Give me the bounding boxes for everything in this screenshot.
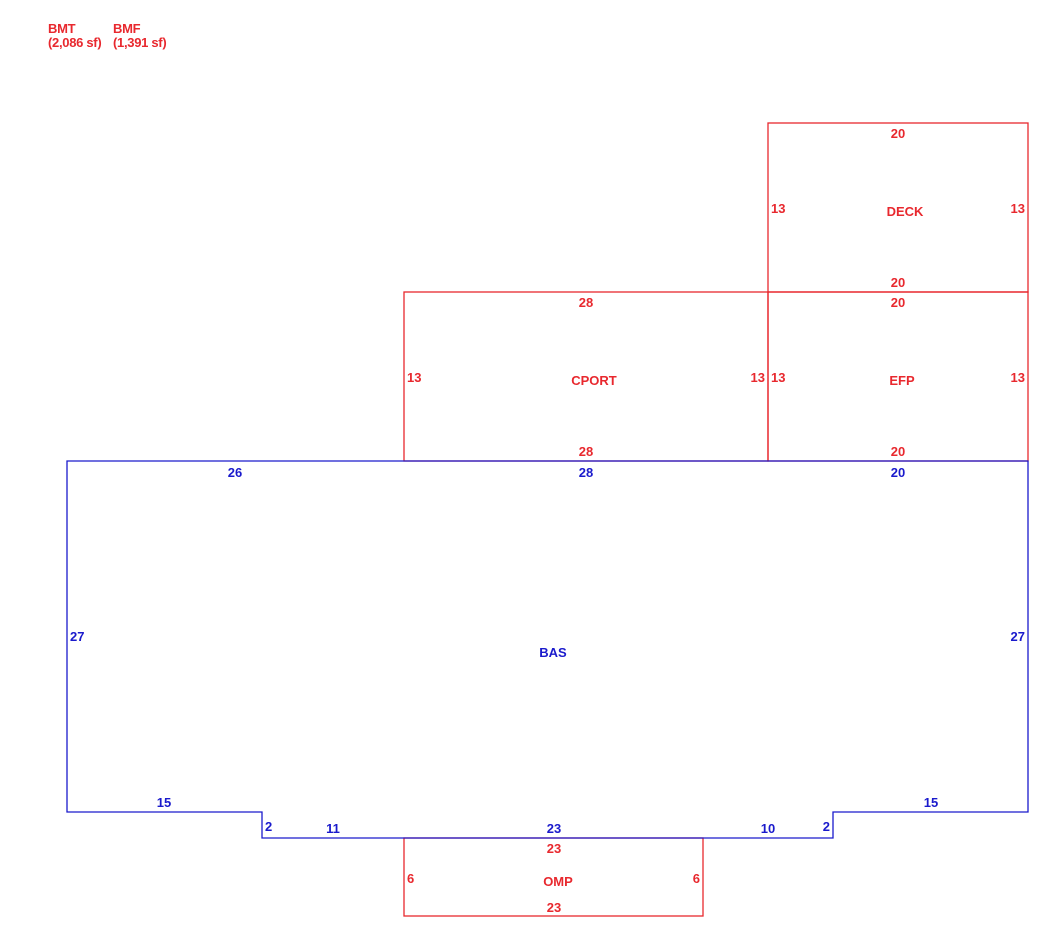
area-deck: DECK 20 20 13 13	[767, 122, 1029, 293]
area-bas: BAS 26 28 20 27 27 15 2 11 23 10 2 15	[66, 460, 1029, 839]
dim-cport-left: 13	[407, 370, 421, 385]
dim-cport-top: 28	[579, 295, 593, 310]
dim-omp-left: 6	[407, 871, 414, 886]
dim-bas-top-left: 26	[228, 465, 242, 480]
dim-cport-right: 13	[751, 370, 765, 385]
legend-item-bmf: BMF (1,391 sf)	[113, 21, 167, 50]
legend-code: BMF	[113, 21, 141, 36]
dim-deck-bottom: 20	[891, 275, 905, 290]
area-cport-label: CPORT	[571, 373, 617, 388]
dim-bas-left: 27	[70, 629, 84, 644]
dim-efp-bottom: 20	[891, 444, 905, 459]
dim-bas-top-mid: 28	[579, 465, 593, 480]
dim-bas-step-right: 2	[823, 819, 830, 834]
area-efp: EFP 20 20 13 13	[767, 291, 1029, 462]
dim-omp-right: 6	[693, 871, 700, 886]
area-deck-label: DECK	[887, 204, 924, 219]
dim-efp-left: 13	[771, 370, 785, 385]
area-omp: OMP 23 23 6 6	[403, 837, 704, 917]
legend-code: BMT	[48, 21, 76, 36]
area-omp-label: OMP	[543, 874, 573, 889]
dim-bas-bottom-mid: 23	[547, 821, 561, 836]
dim-deck-left: 13	[771, 201, 785, 216]
dim-bas-right: 27	[1011, 629, 1025, 644]
legend-area: (1,391 sf)	[113, 35, 167, 50]
area-bas-label: BAS	[539, 645, 567, 660]
dim-bas-bottom-inner-left: 11	[326, 821, 340, 836]
dim-omp-top: 23	[547, 841, 561, 856]
dim-cport-bottom: 28	[579, 444, 593, 459]
legend-area: (2,086 sf)	[48, 35, 102, 50]
legend-item-bmt: BMT (2,086 sf)	[48, 21, 102, 50]
dim-bas-top-right: 20	[891, 465, 905, 480]
dim-efp-right: 13	[1011, 370, 1025, 385]
dim-deck-top: 20	[891, 126, 905, 141]
dim-bas-bottom-inner-right: 10	[761, 821, 775, 836]
area-efp-label: EFP	[889, 373, 915, 388]
dim-efp-top: 20	[891, 295, 905, 310]
dim-deck-right: 13	[1011, 201, 1025, 216]
area-bas-outline	[66, 460, 1029, 839]
dim-bas-step-left: 2	[265, 819, 272, 834]
dim-bas-bottom-right: 15	[924, 795, 938, 810]
area-cport: CPORT 28 28 13 13	[403, 291, 769, 462]
dim-omp-bottom: 23	[547, 900, 561, 915]
dim-bas-bottom-left: 15	[157, 795, 171, 810]
